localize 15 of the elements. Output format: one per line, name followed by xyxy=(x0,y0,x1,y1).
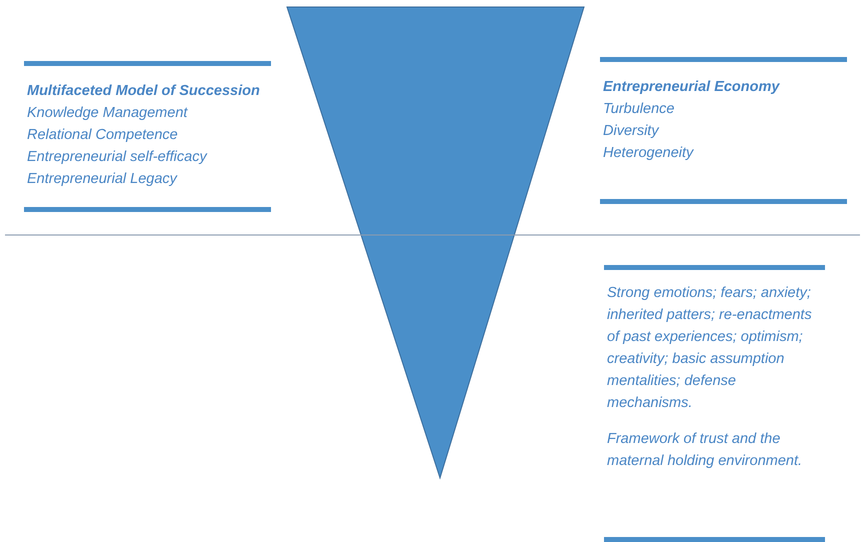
paragraph: Framework of trust and the maternal holding environment. xyxy=(607,430,804,471)
list-item: Relational Competence xyxy=(27,126,179,145)
paragraph: Strong emotions; fears; anxiety; inherited patters; re-enactments of past experiences; optimism; creativity; basic assumption mentalities; defense mechanisms. xyxy=(607,284,813,413)
bordered-text-panel xyxy=(24,61,271,212)
list-item: Entrepreneurial Legacy xyxy=(27,170,178,189)
list-item: Turbulence xyxy=(603,100,676,119)
bordered-text-panel xyxy=(600,57,847,204)
list-item: Heterogeneity xyxy=(603,144,695,163)
heading: Entrepreneurial Economy xyxy=(603,78,781,97)
inverted-triangle xyxy=(286,6,585,480)
heading: Multifaceted Model of Succession xyxy=(27,82,261,101)
bordered-text-panel xyxy=(604,265,825,542)
list-item: Entrepreneurial self-efficacy xyxy=(27,148,208,167)
list-item: Knowledge Management xyxy=(27,104,189,123)
list-item: Diversity xyxy=(603,122,660,141)
